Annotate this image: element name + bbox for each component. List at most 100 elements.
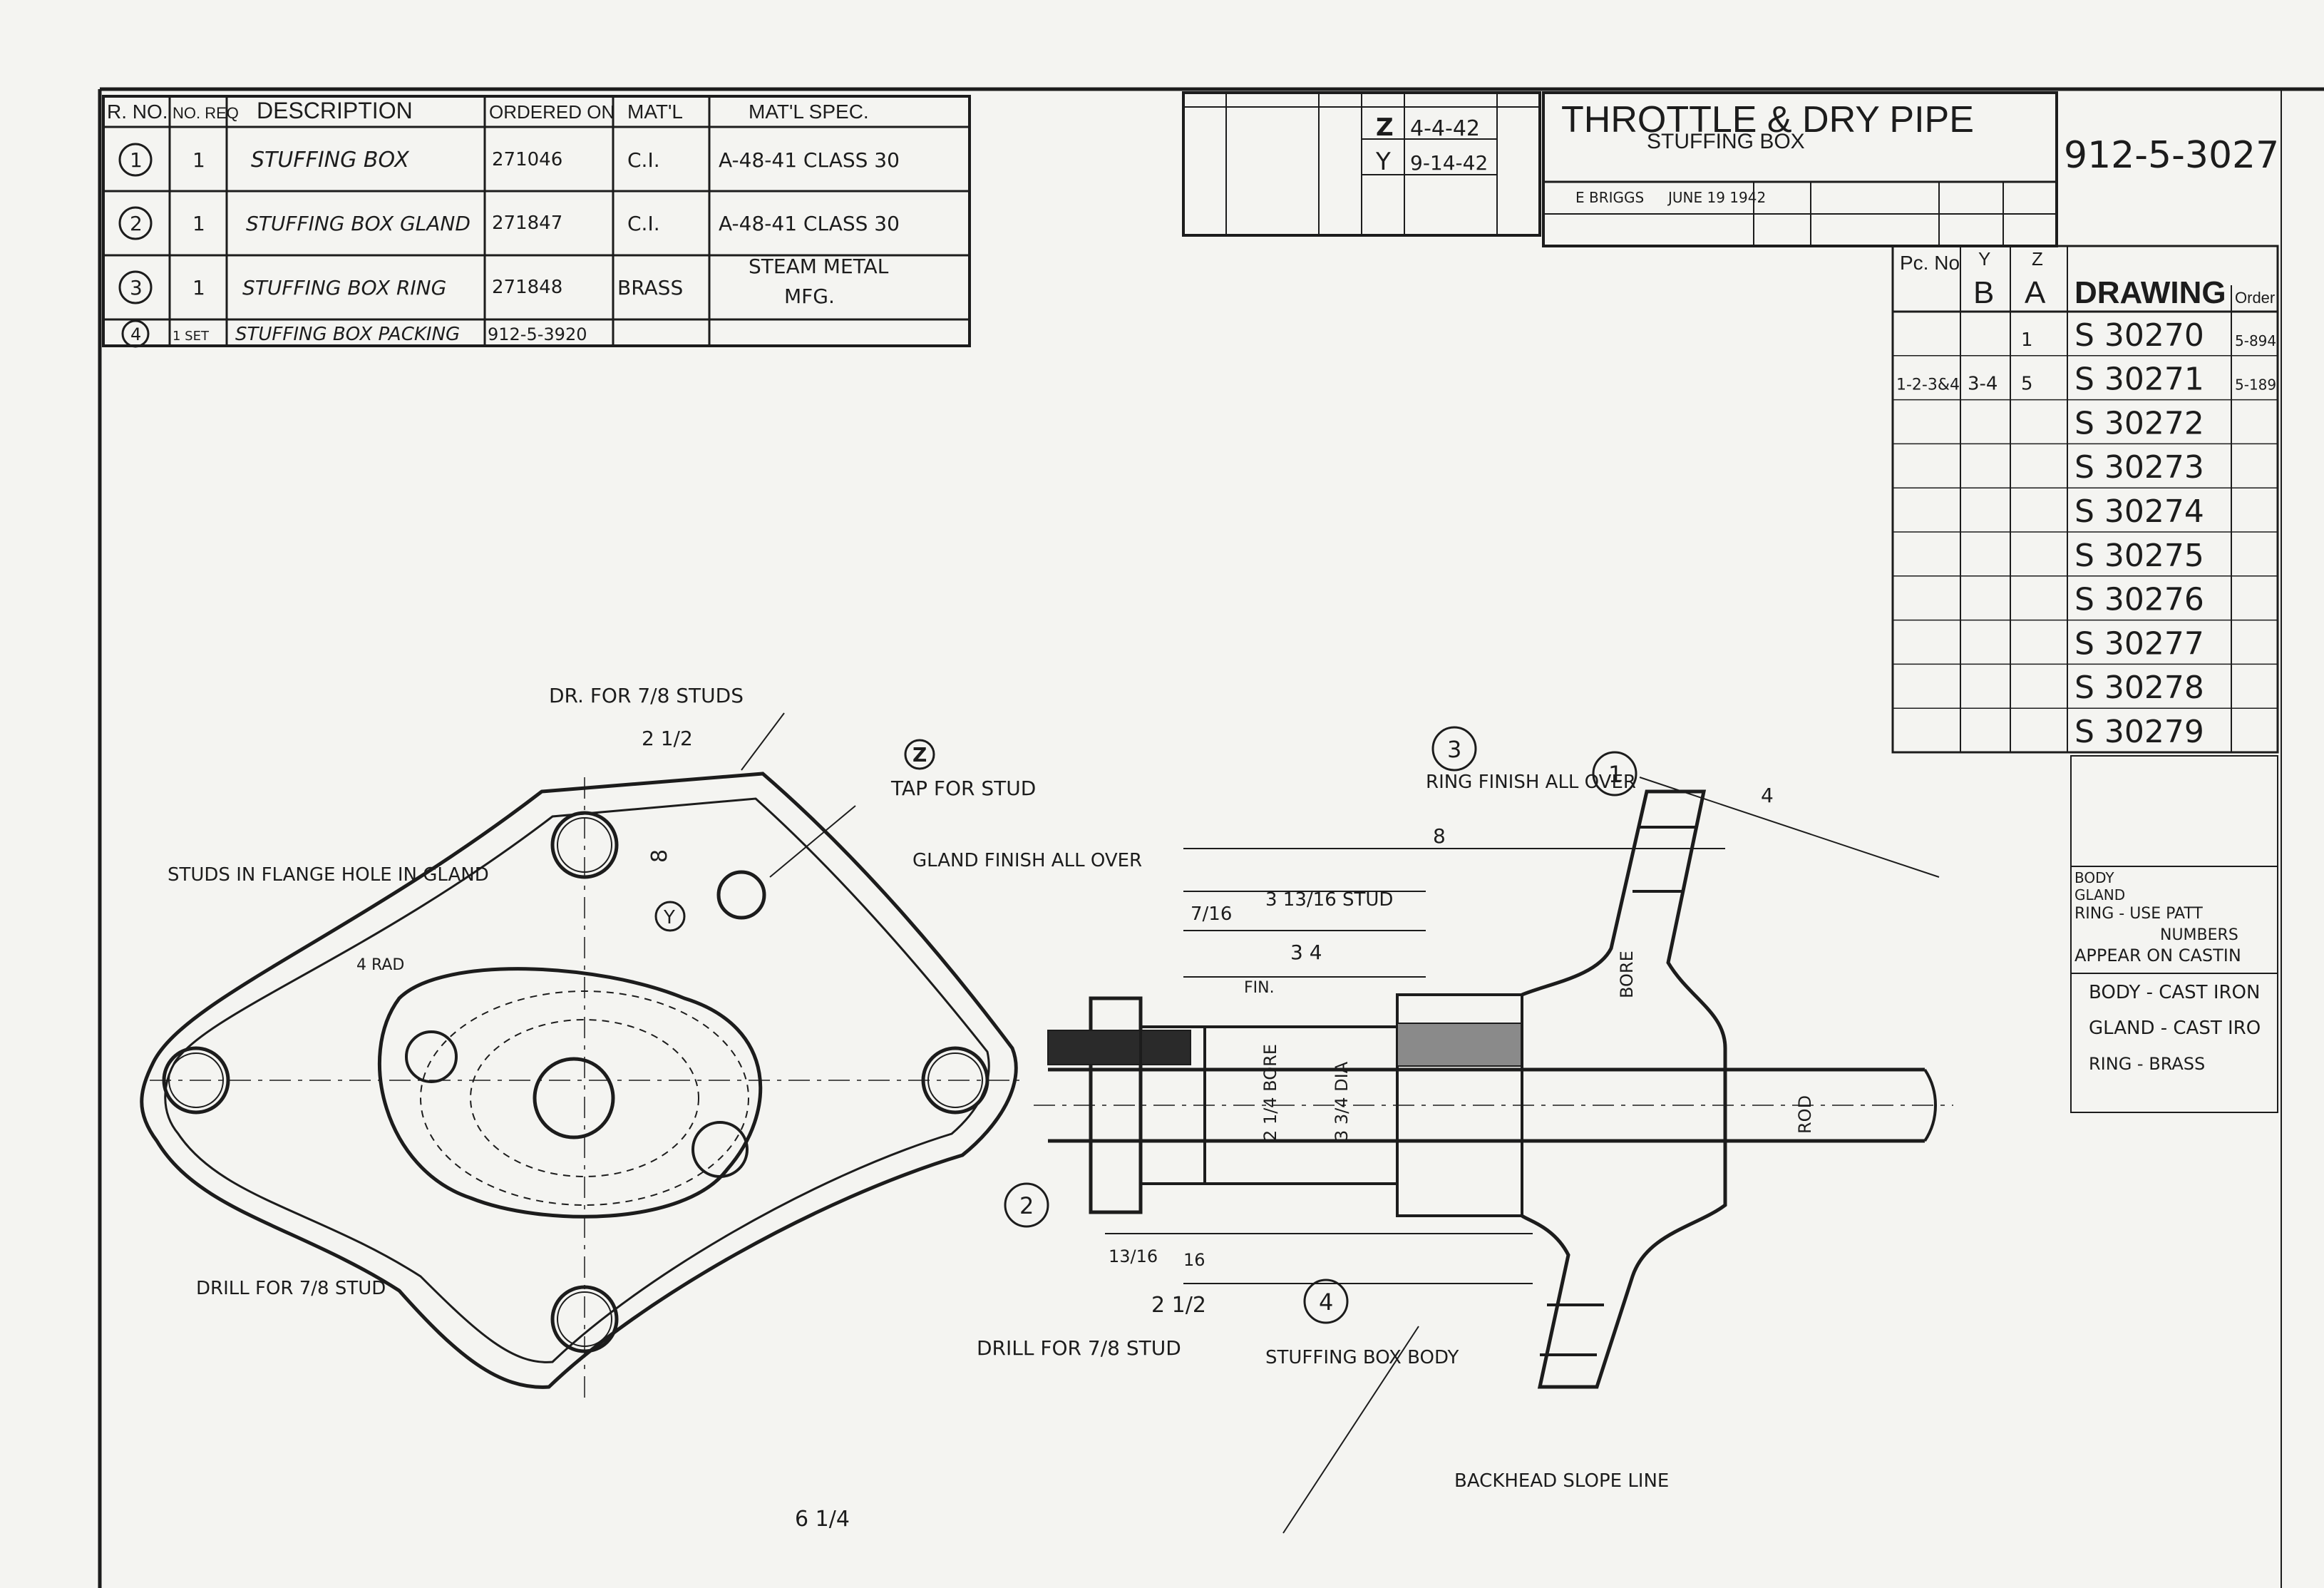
note-backhead: BACKHEAD SLOPE LINE bbox=[1454, 1470, 1669, 1492]
note-drill-top: DR. FOR 7/8 STUDS bbox=[549, 684, 744, 707]
dl-cell-drawing: S 30278 bbox=[2074, 670, 2204, 706]
note-7: RING - BRASS bbox=[2089, 1054, 2205, 1074]
dl-cell-a: 1 bbox=[2021, 329, 2033, 351]
dim-3-4: 3 4 bbox=[1290, 941, 1322, 964]
drawing-number: 912-5-3027 bbox=[2064, 134, 2279, 177]
dl-header-y: Y bbox=[1978, 248, 1990, 270]
notes-block: BODY GLAND RING - USE PATT NUMBERS APPEA… bbox=[2070, 755, 2278, 1113]
annotations: DR. FOR 7/8 STUDS TAP FOR STUD GLAND FIN… bbox=[168, 684, 1815, 1492]
balloon-3-label: 3 bbox=[1447, 736, 1461, 763]
note-tap-stud: TAP FOR STUD bbox=[890, 777, 1036, 800]
dim-8-top-right: 8 bbox=[1433, 824, 1446, 848]
row1-matl: C.I. bbox=[627, 148, 660, 172]
revision-block: Z 4-4-42 Y 9-14-42 bbox=[1182, 91, 1541, 237]
row1-no: 1 bbox=[130, 148, 143, 172]
note-3: NUMBERS bbox=[2160, 926, 2238, 944]
rev-date-z: 4-4-42 bbox=[1410, 116, 1480, 141]
balloon-row-4 bbox=[121, 319, 150, 348]
dim-8-vertical: 8 bbox=[647, 849, 672, 863]
dim-4-rad: 4 RAD bbox=[356, 956, 404, 974]
note-drill-bottom-mid: DRILL FOR 7/8 STUD bbox=[977, 1336, 1181, 1360]
row1-spec: A-48-41 CLASS 30 bbox=[719, 148, 900, 172]
col-header-ordered-on: ORDERED ON bbox=[489, 101, 615, 123]
dl-cell-order: 5-894 bbox=[2235, 332, 2276, 349]
row3-ordered: 271848 bbox=[492, 277, 562, 298]
note-fin: FIN. bbox=[1244, 979, 1275, 997]
rev-mark-z: Z bbox=[1376, 113, 1394, 142]
dl-header-drawing: DRAWING bbox=[2074, 275, 2226, 310]
row3-matl: BRASS bbox=[617, 276, 683, 299]
stuffing-box-section-view bbox=[1004, 726, 1953, 1534]
col-header-no-req: NO. REQ bbox=[173, 104, 239, 122]
row4-req: 1 SET bbox=[173, 329, 210, 344]
col-header-description: DESCRIPTION bbox=[257, 98, 413, 123]
row2-no: 2 bbox=[130, 212, 143, 235]
balloon-row-1 bbox=[118, 143, 153, 177]
dl-cell-pc: 1-2-3&4 bbox=[1896, 376, 1960, 394]
balloon-2-label: 2 bbox=[1019, 1192, 1034, 1219]
drawing-title: THROTTLE & DRY PIPE bbox=[1561, 99, 1974, 140]
note-2: RING - USE PATT bbox=[2074, 905, 2203, 923]
dl-cell-drawing: S 30275 bbox=[2074, 538, 2204, 574]
dim-2-1-2-bottom: 2 1/2 bbox=[1151, 1293, 1206, 1318]
drawn-date: JUNE 19 1942 bbox=[1667, 189, 1766, 206]
row4-ordered: 912-5-3920 bbox=[488, 324, 587, 344]
col-header-matl-spec: MAT'L SPEC. bbox=[749, 101, 869, 123]
dim-3-13-16: 3 13/16 STUD bbox=[1265, 889, 1393, 911]
row2-desc: STUFFING BOX GLAND bbox=[246, 212, 471, 235]
dim-13-16: 13/16 bbox=[1109, 1246, 1158, 1266]
dim-6-1-4: 6 1/4 bbox=[795, 1507, 850, 1532]
dl-cell-drawing: S 30270 bbox=[2074, 317, 2204, 354]
dl-cell-drawing: S 30277 bbox=[2074, 625, 2204, 662]
row4-desc: STUFFING BOX PACKING bbox=[235, 324, 460, 345]
dl-cell-a: 5 bbox=[2021, 374, 2033, 395]
dl-sub-a: A bbox=[2025, 275, 2046, 310]
dim-16: 16 bbox=[1183, 1250, 1205, 1270]
gland-plan-view bbox=[140, 712, 1019, 1398]
row2-matl: C.I. bbox=[627, 212, 660, 235]
dim-7-16: 7/16 bbox=[1191, 903, 1232, 925]
note-drill-bottom-left: DRILL FOR 7/8 STUD bbox=[196, 1278, 386, 1299]
dl-cell-drawing: S 30273 bbox=[2074, 449, 2204, 486]
note-4: APPEAR ON CASTIN bbox=[2074, 946, 2241, 965]
dl-sub-b: B bbox=[1973, 275, 1994, 310]
row4-no: 4 bbox=[130, 324, 141, 344]
dl-cell-order: 5-189 bbox=[2235, 376, 2276, 394]
row1-req: 1 bbox=[192, 148, 205, 172]
note-rod: ROD bbox=[1795, 1095, 1815, 1134]
row2-req: 1 bbox=[192, 212, 205, 235]
dl-cell-drawing: S 30279 bbox=[2074, 714, 2204, 750]
note-0: BODY bbox=[2074, 869, 2114, 886]
dim-3-dia: 3 3/4 DIA bbox=[1332, 1061, 1352, 1141]
dim-2-1-2-top: 2 1/2 bbox=[642, 727, 693, 750]
note-gland-finish: GLAND FINISH ALL OVER bbox=[912, 850, 1142, 871]
note-studs-flange: STUDS IN FLANGE HOLE IN GLAND bbox=[168, 864, 489, 886]
row3-req: 1 bbox=[192, 276, 205, 299]
row1-ordered: 271046 bbox=[492, 149, 562, 170]
balloon-1-label: 1 bbox=[1608, 761, 1623, 788]
row3-spec: STEAM METAL bbox=[749, 255, 889, 278]
dim-2-bore: 2 1/4 BORE bbox=[1260, 1044, 1280, 1141]
balloon-labels: 2 3 4 1 Z Y bbox=[654, 736, 1623, 1316]
note-body-label: STUFFING BOX BODY bbox=[1265, 1347, 1459, 1368]
note-ring-finish: RING FINISH ALL OVER bbox=[1426, 772, 1636, 793]
dimensions: 2 1/2 8 4 RAD 3 4 3 13/16 STUD 7/16 6 1/… bbox=[356, 727, 1774, 1532]
note-bore: BORE bbox=[1617, 951, 1637, 998]
balloon-4-label: 4 bbox=[1319, 1289, 1333, 1316]
balloon-row-3 bbox=[118, 270, 153, 304]
rev-date-y: 9-14-42 bbox=[1410, 151, 1488, 175]
rev-mark-y: Y bbox=[1375, 148, 1391, 176]
balloon-y-label: Y bbox=[663, 907, 675, 928]
row4-spec: MFG. bbox=[784, 285, 835, 308]
row2-spec: A-48-41 CLASS 30 bbox=[719, 212, 900, 235]
drawn-by: E BRIGGS bbox=[1575, 189, 1644, 206]
dl-cell-drawing: S 30272 bbox=[2074, 405, 2204, 441]
drawing-subtitle: STUFFING BOX bbox=[1647, 130, 1805, 153]
dl-cell-drawing: S 30271 bbox=[2074, 362, 2204, 398]
note-6: GLAND - CAST IRO bbox=[2089, 1018, 2261, 1039]
dim-4: 4 bbox=[1761, 784, 1774, 807]
parts-table: R. NO. NO. REQ DESCRIPTION ORDERED ON MA… bbox=[102, 95, 971, 348]
